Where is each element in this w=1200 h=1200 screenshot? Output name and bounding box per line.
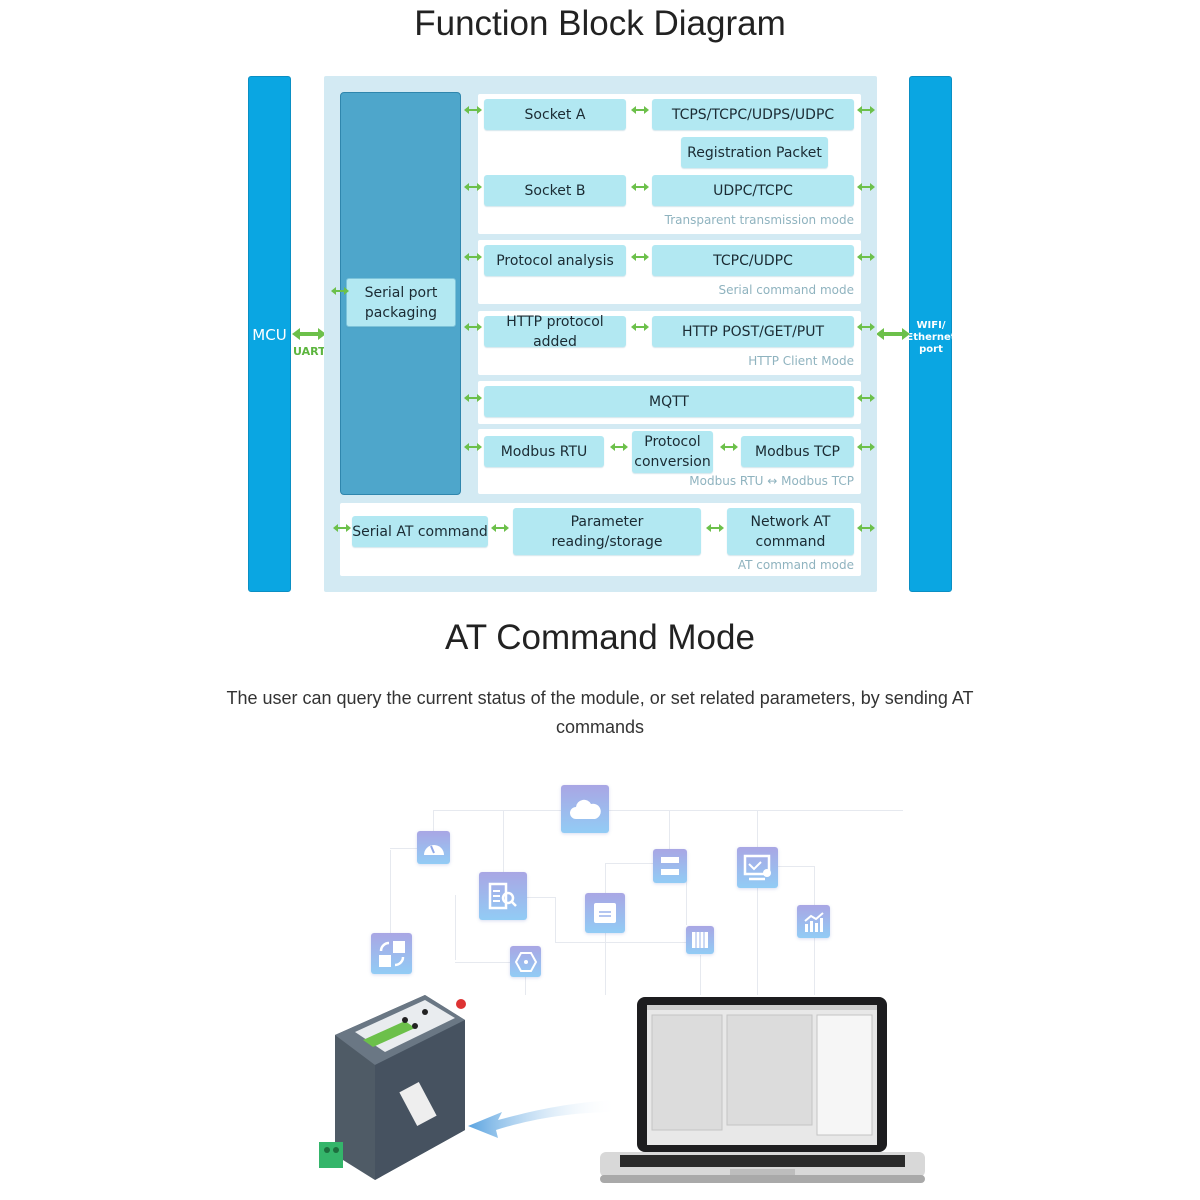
- double-arrow-icon: [463, 393, 483, 403]
- network-at-command-box: Network AT command: [727, 508, 854, 555]
- double-arrow-icon: [463, 442, 483, 452]
- protocol-analysis-box: Protocol analysis: [484, 245, 626, 276]
- network-at-line1: Network AT: [750, 513, 831, 530]
- mcu-bar: [248, 76, 291, 592]
- section-description: The user can query the current status of…: [226, 688, 974, 737]
- network-port-line3: port: [919, 344, 943, 355]
- double-arrow-icon: [630, 182, 650, 192]
- network-port-line1: WIFI/: [916, 320, 946, 331]
- gauge-icon: [417, 831, 450, 864]
- transparent-mode-label: Transparent transmission mode: [664, 213, 854, 227]
- double-arrow-icon: [463, 182, 483, 192]
- double-arrow-icon: [332, 523, 352, 533]
- http-post-get-put-box: HTTP POST/GET/PUT: [652, 316, 854, 347]
- protocol-conversion-box: Protocol conversion: [632, 431, 713, 473]
- port-arrow-icon: [876, 327, 910, 341]
- double-arrow-icon: [330, 286, 350, 296]
- double-arrow-icon: [630, 105, 650, 115]
- document-search-icon: [479, 872, 527, 920]
- modbus-mode-label: Modbus RTU ↔ Modbus TCP: [689, 474, 854, 488]
- double-arrow-icon: [856, 393, 876, 403]
- serial-server-device: [315, 990, 505, 1190]
- tcps-tcpc-udps-udpc-box: TCPS/TCPC/UDPS/UDPC: [652, 99, 854, 130]
- server-transfer-icon: [653, 849, 687, 883]
- double-arrow-icon: [856, 322, 876, 332]
- double-arrow-icon: [463, 322, 483, 332]
- section-title: AT Command Mode: [445, 618, 755, 657]
- double-arrow-icon: [463, 252, 483, 262]
- double-arrow-icon: [719, 442, 739, 452]
- hexagon-network-icon: [510, 946, 541, 977]
- serial-command-mode-label: Serial command mode: [718, 283, 854, 297]
- socket-b-box: Socket B: [484, 175, 626, 206]
- network-port-line2: Ethernet: [906, 332, 956, 343]
- protocol-conversion-line1: Protocol: [644, 434, 701, 450]
- cloud-icon: [561, 785, 609, 833]
- serial-at-command-box: Serial AT command: [352, 516, 488, 547]
- laptop-config-software: [600, 995, 925, 1190]
- http-protocol-added-box: HTTP protocol added: [484, 314, 626, 350]
- serial-port-line2: packaging: [364, 304, 438, 321]
- double-arrow-icon: [630, 322, 650, 332]
- network-at-line2: command: [755, 533, 826, 550]
- double-arrow-icon: [856, 442, 876, 452]
- monitor-settings-icon: [737, 847, 778, 888]
- serial-port-line1: Serial port: [364, 284, 438, 301]
- double-arrow-icon: [609, 442, 629, 452]
- double-arrow-icon: [630, 252, 650, 262]
- double-arrow-icon: [705, 523, 725, 533]
- page-title: Function Block Diagram: [414, 4, 786, 43]
- uart-arrow-icon: [292, 327, 326, 341]
- socket-a-box: Socket A: [484, 99, 626, 130]
- double-arrow-icon: [856, 105, 876, 115]
- mqtt-box: MQTT: [484, 386, 854, 417]
- protocol-conversion-line2: conversion: [634, 454, 711, 470]
- udpc-tcpc-box: UDPC/TCPC: [652, 175, 854, 206]
- double-arrow-icon: [463, 105, 483, 115]
- transfer-arrow-icon: [468, 1090, 618, 1140]
- double-arrow-icon: [490, 523, 510, 533]
- parameter-reading-storage-box: Parameter reading/storage: [513, 508, 701, 555]
- chart-growth-icon: [797, 905, 830, 938]
- user-swap-icon: [371, 933, 412, 974]
- double-arrow-icon: [856, 252, 876, 262]
- mcu-label: MCU: [252, 326, 287, 344]
- uart-label: UART: [293, 345, 326, 358]
- double-arrow-icon: [856, 182, 876, 192]
- network-port-label: WIFI/ Ethernet port: [904, 320, 958, 356]
- http-client-mode-label: HTTP Client Mode: [748, 354, 854, 368]
- tcpc-udpc-box: TCPC/UDPC: [652, 245, 854, 276]
- modbus-rtu-box: Modbus RTU: [484, 436, 604, 467]
- at-command-mode-label: AT command mode: [737, 558, 854, 572]
- serial-port-packaging-box: Serial port packaging: [346, 278, 456, 327]
- double-arrow-icon: [856, 523, 876, 533]
- registration-packet-box: Registration Packet: [681, 137, 828, 168]
- piano-keys-icon: [686, 926, 714, 954]
- box-exchange-icon: [585, 893, 625, 933]
- modbus-tcp-box: Modbus TCP: [741, 436, 854, 467]
